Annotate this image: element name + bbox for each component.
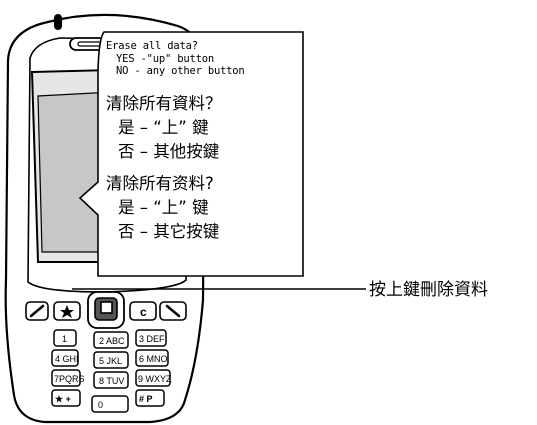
key-9[interactable] (135, 369, 171, 387)
earpiece-slot (77, 41, 103, 47)
sc-yes-line: 是 – “上” 键 (118, 197, 209, 217)
key-9-label: 9 WXYZ (138, 374, 172, 384)
call-icon (29, 304, 45, 318)
phone-face (27, 37, 191, 293)
key-7[interactable] (51, 369, 81, 387)
key-8-label: 8 TUV (99, 376, 124, 386)
up-nav-key-icon (100, 301, 113, 314)
clear-key-label: c (140, 305, 147, 319)
callout-label: 按上鍵刪除資料 (369, 280, 488, 300)
clear-key[interactable] (129, 301, 157, 321)
key-5-label: 5 JKL (99, 356, 122, 366)
tc-title: 清除所有資料？ (106, 93, 222, 113)
keypad: 1 2 ABC 3 DEF 4 GHI 5 JKL 6 MNO 7PQRS 8 … (51, 329, 172, 413)
star-softkey-icon (60, 305, 74, 318)
key-2[interactable] (93, 331, 129, 349)
key-0-label: 0 (98, 400, 103, 410)
key-8[interactable] (93, 371, 129, 389)
key-4-label: 4 GHI (55, 354, 79, 364)
simplified-chinese-group: 清除所有资料? 是 – “上” 键 否 – 其它按键 (104, 172, 304, 244)
key-3-label: 3 DEF (139, 334, 165, 344)
traditional-chinese-group: 清除所有資料？ 是 – “上” 鍵 否 – 其他按鍵 (104, 92, 304, 164)
key-7-label: 7PQRS (54, 374, 85, 384)
dialog-text: Erase all data? YES -"up" button NO - an… (104, 40, 304, 244)
key-6-label: 6 MNO (139, 354, 168, 364)
key-hash[interactable] (135, 389, 165, 407)
key-5[interactable] (93, 351, 129, 369)
key-hash-label: # P (139, 394, 153, 404)
key-star-label: ★ + (55, 394, 71, 404)
key-2-label: 2 ABC (99, 336, 125, 346)
tc-yes-line: 是 – “上” 鍵 (118, 117, 209, 137)
key-0[interactable] (91, 395, 129, 413)
tc-no-line: 否 – 其他按鍵 (118, 141, 220, 161)
key-3[interactable] (135, 329, 167, 347)
sc-title: 清除所有资料? (106, 173, 214, 193)
key-6[interactable] (135, 349, 169, 367)
key-4[interactable] (51, 349, 79, 367)
key-1-label: 1 (62, 334, 67, 344)
sc-no-line: 否 – 其它按键 (118, 221, 220, 241)
end-call-icon (165, 304, 181, 318)
top-control-row: c (25, 291, 187, 329)
antenna (54, 14, 62, 30)
english-title: Erase all data? (106, 40, 198, 52)
key-star[interactable] (51, 389, 81, 407)
speech-bubble (78, 31, 304, 277)
english-no-line: NO - any other button (116, 65, 245, 77)
english-yes-line: YES -"up" button (116, 52, 214, 65)
key-1[interactable] (53, 329, 77, 347)
